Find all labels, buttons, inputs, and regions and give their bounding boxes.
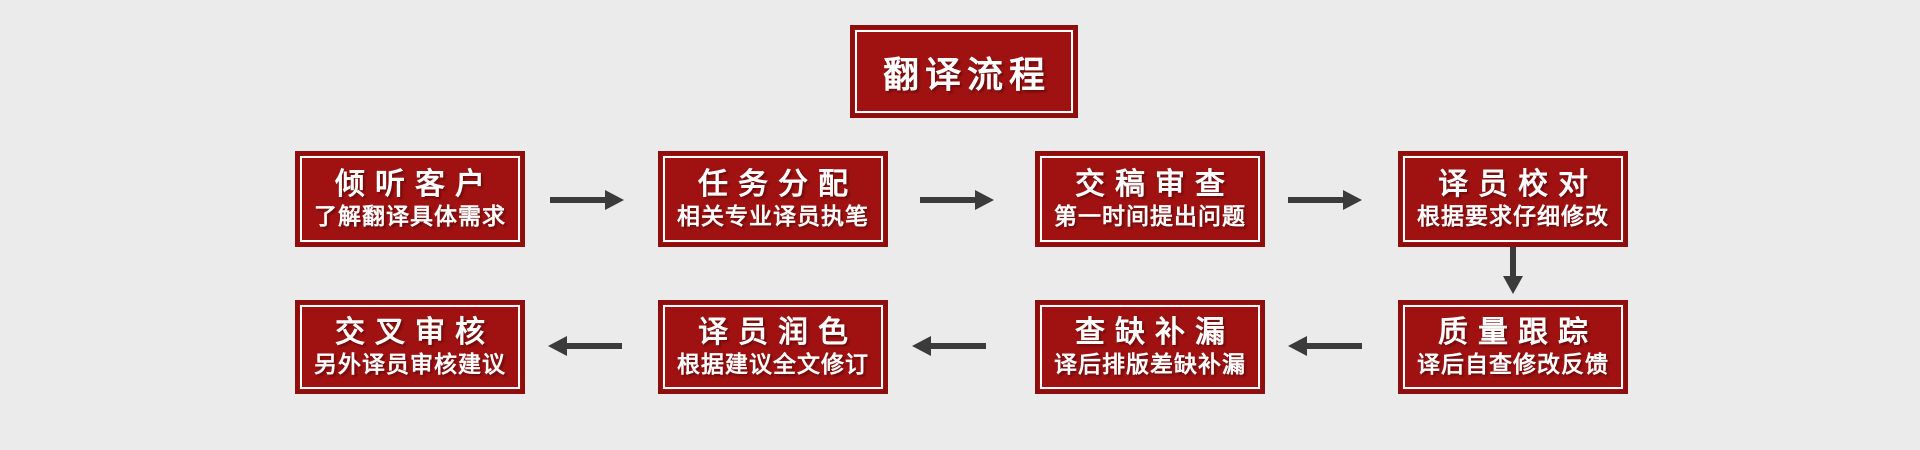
step-title: 质量跟踪	[1438, 316, 1598, 350]
step-box-listen-customer: 倾听客户 了解翻译具体需求	[295, 151, 525, 247]
step-title: 交叉审核	[335, 316, 495, 350]
step-box-draft-review: 交稿审查 第一时间提出问题	[1035, 151, 1265, 247]
flowchart-title-box: 翻译流程	[850, 25, 1078, 118]
step-box-gap-filling: 查缺补漏 译后排版差缺补漏	[1035, 300, 1265, 394]
step-subtitle: 了解翻译具体需求	[314, 203, 506, 230]
step-subtitle: 根据建议全文修订	[677, 351, 869, 378]
arrow-right-icon	[920, 187, 994, 213]
arrow-left-icon	[1288, 333, 1362, 359]
step-title: 译员校对	[1438, 168, 1598, 202]
step-subtitle: 译后排版差缺补漏	[1054, 351, 1246, 378]
step-subtitle: 另外译员审核建议	[314, 351, 506, 378]
step-box-cross-review: 交叉审核 另外译员审核建议	[295, 300, 525, 394]
step-box-translator-polish: 译员润色 根据建议全文修订	[658, 300, 888, 394]
step-subtitle: 根据要求仔细修改	[1417, 203, 1609, 230]
step-title: 任务分配	[698, 168, 858, 202]
page-title: 翻译流程	[882, 53, 1051, 95]
step-title: 倾听客户	[335, 168, 495, 202]
step-box-task-assignment: 任务分配 相关专业译员执笔	[658, 151, 888, 247]
arrow-left-icon	[548, 333, 622, 359]
step-box-quality-tracking: 质量跟踪 译后自查修改反馈	[1398, 300, 1628, 394]
step-title: 交稿审查	[1075, 168, 1235, 202]
step-title: 查缺补漏	[1075, 316, 1235, 350]
step-box-translator-proofread: 译员校对 根据要求仔细修改	[1398, 151, 1628, 247]
arrow-down-icon	[1500, 247, 1526, 294]
arrow-left-icon	[912, 333, 986, 359]
arrow-right-icon	[550, 187, 624, 213]
step-subtitle: 译后自查修改反馈	[1417, 351, 1609, 378]
step-subtitle: 第一时间提出问题	[1054, 203, 1246, 230]
step-title: 译员润色	[698, 316, 858, 350]
step-subtitle: 相关专业译员执笔	[677, 203, 869, 230]
arrow-right-icon	[1288, 187, 1362, 213]
